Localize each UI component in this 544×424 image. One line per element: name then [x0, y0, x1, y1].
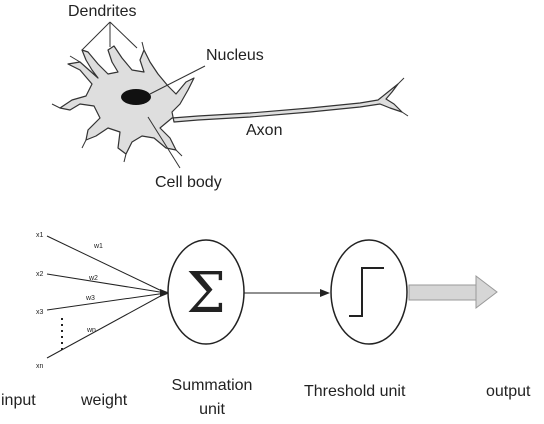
input-lines: [46, 235, 167, 359]
axon-label: Axon: [246, 122, 282, 139]
weight-w1: w1: [93, 243, 103, 250]
summation-label-line1: Summation: [172, 377, 253, 394]
input-x1: x1: [36, 232, 44, 239]
dendrite-pointer-lines: [81, 21, 138, 51]
dendrites-label: Dendrites: [68, 3, 136, 20]
sigma-symbol: Σ: [186, 261, 226, 326]
input-label: input: [1, 392, 36, 409]
cell-body-label: Cell body: [155, 174, 222, 191]
cell-body-pointer-line: [147, 116, 181, 169]
weight-label: weight: [80, 392, 128, 409]
threshold-unit: [330, 239, 408, 345]
output-arrow: [408, 274, 498, 310]
input-x3: x3: [36, 309, 44, 316]
nucleus-label: Nucleus: [206, 47, 264, 64]
weight-w2: w2: [88, 275, 98, 282]
nucleus: [121, 89, 151, 105]
nucleus-pointer-line: [149, 65, 206, 95]
dendrite-tips: [51, 41, 409, 163]
output-label: output: [486, 383, 531, 400]
step-function-icon: [349, 267, 384, 317]
summation-unit: [167, 239, 245, 345]
threshold-arrowhead: [320, 289, 330, 297]
threshold-label: Threshold unit: [304, 383, 406, 400]
perceptron-model: x1 x2 x3 xn w1 w2 w3 wn Σ input weight S…: [1, 232, 531, 418]
input-xn: xn: [36, 363, 44, 370]
input-arrowhead: [160, 289, 170, 297]
summation-label-line2: unit: [199, 401, 225, 418]
biological-neuron: Dendrites Nucleus Axon Cell body: [51, 3, 409, 191]
weight-w3: w3: [85, 295, 95, 302]
neuron-cell-shape: [59, 45, 403, 155]
input-x2: x2: [36, 271, 44, 278]
weight-wn: wn: [86, 327, 96, 334]
